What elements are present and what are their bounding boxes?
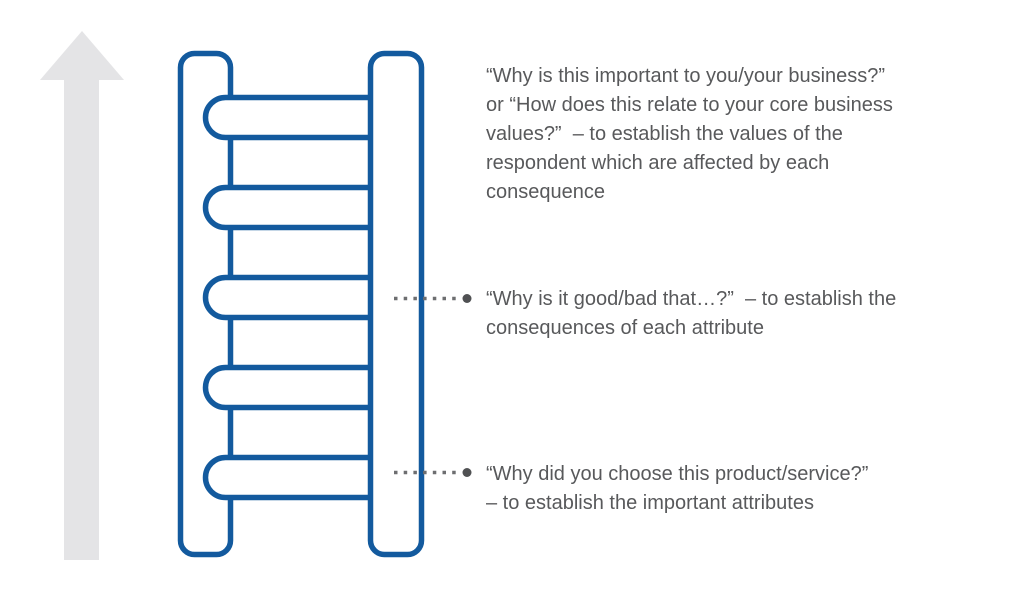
annotation-values-question: “Why is this important to you/your busin… bbox=[486, 62, 986, 207]
annotation-line: consequences of each attribute bbox=[486, 317, 764, 339]
leader-bottom bbox=[394, 468, 472, 477]
ladder-right-rail bbox=[367, 50, 425, 558]
leader-bullet bbox=[462, 468, 472, 477]
annotation-line: or “How does this relate to your core bu… bbox=[486, 94, 893, 116]
leader-middle bbox=[394, 294, 472, 303]
up-arrow-icon bbox=[40, 31, 124, 560]
ladder-icon bbox=[177, 50, 425, 558]
up-arrow-shaft bbox=[64, 78, 99, 560]
annotation-line: respondent which are affected by each bbox=[486, 152, 830, 174]
annotation-line: consequence bbox=[486, 181, 605, 203]
up-arrow-head bbox=[40, 31, 124, 80]
ladder-rungs bbox=[202, 94, 401, 501]
annotation-attributes-question: “Why did you choose this product/service… bbox=[486, 460, 1006, 518]
annotation-line: “Why is this important to you/your busin… bbox=[486, 65, 886, 87]
annotation-line: values?” – to establish the values of th… bbox=[486, 123, 843, 145]
annotation-line: “Why is it good/bad that…?” – to establi… bbox=[486, 288, 897, 310]
annotation-line: – to establish the important attributes bbox=[486, 492, 814, 514]
annotation-consequences-question: “Why is it good/bad that…?” – to establi… bbox=[486, 285, 1006, 343]
leader-bullet bbox=[462, 294, 472, 303]
annotation-line: “Why did you choose this product/service… bbox=[486, 463, 869, 485]
